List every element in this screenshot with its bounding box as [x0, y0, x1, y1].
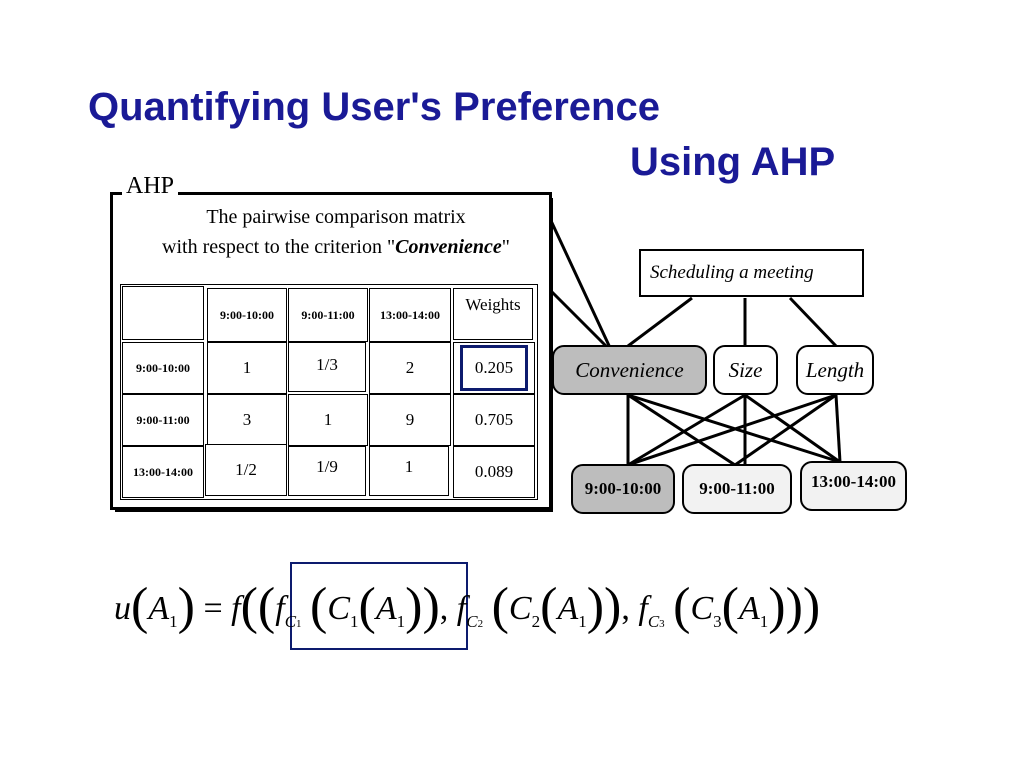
formula-highlight-box: [290, 562, 468, 650]
criterion-convenience: Convenience: [552, 345, 707, 395]
formula-equals: =: [203, 590, 223, 627]
formula-term-arg: A: [375, 590, 397, 627]
edge-goal-convenience: [627, 296, 693, 348]
caption-suffix: ": [501, 236, 510, 258]
formula-term-fn-subsub: 2: [477, 617, 484, 630]
caption-criterion: Convenience: [395, 236, 502, 258]
alternative-13-14: 13:00-14:00: [800, 461, 907, 511]
formula-lhs-fn: u: [114, 590, 131, 627]
formula-term-fn-sub: C: [466, 611, 478, 631]
formula-term-arg-sub: 1: [578, 611, 587, 631]
matrix-row-header: 13:00-14:00: [122, 446, 204, 498]
formula-term-arg-sub: 1: [396, 611, 406, 631]
hierarchy-goal: Scheduling a meeting: [639, 249, 864, 297]
callout-pointer-lower: [544, 284, 614, 354]
formula-term-fn: f: [275, 590, 285, 627]
formula-term-fn-subsub: 3: [659, 617, 665, 630]
formula-term-fn-subsub: 1: [296, 617, 302, 630]
alternative-9-10: 9:00-10:00: [571, 464, 675, 514]
matrix-row-header: 9:00-10:00: [122, 342, 204, 394]
formula-term-fn-sub: C: [647, 611, 660, 631]
ahp-panel-label: AHP: [122, 172, 179, 200]
matrix-caption-line-2: with respect to the criterion "Convenien…: [110, 236, 562, 259]
formula-term-fn: f: [456, 590, 467, 627]
matrix-weight-highlighted: 0.205: [460, 345, 528, 391]
matrix-cell: 1/9: [288, 446, 366, 496]
matrix-row-header: 9:00-11:00: [122, 394, 204, 446]
slide-title-line-1: Quantifying User's Preference: [88, 85, 660, 129]
formula-term-crit: C: [690, 590, 714, 627]
formula-term-crit: C: [327, 590, 351, 627]
formula-term-arg-sub: 1: [759, 611, 769, 631]
formula-term-crit-sub: 1: [350, 611, 359, 631]
formula-term-crit: C: [508, 590, 532, 627]
comparison-matrix: [120, 284, 538, 500]
matrix-col-header: 9:00-10:00: [207, 288, 287, 342]
matrix-cell: 9: [369, 394, 451, 446]
utility-formula: u(A1) = f((fC1 (C1(A1)), fC2 (C2(A1)), f…: [114, 578, 821, 635]
formula-term-arg: A: [739, 590, 760, 627]
alternative-9-11: 9:00-11:00: [682, 464, 792, 514]
matrix-cell: 1: [369, 446, 449, 496]
matrix-cell: 1/2: [205, 444, 287, 496]
matrix-corner-cell: [122, 286, 204, 340]
slide-title-line-2: Using AHP: [630, 140, 836, 184]
matrix-cell: 1/3: [288, 342, 366, 392]
matrix-caption-line-1: The pairwise comparison matrix: [206, 206, 466, 228]
caption-prefix: with respect to the criterion ": [162, 236, 396, 258]
formula-lhs-sub: 1: [169, 611, 178, 631]
matrix-weight-cell: 0.705: [453, 394, 535, 446]
matrix-cell: 1: [207, 342, 287, 394]
criterion-length: Length: [796, 345, 874, 395]
formula-term-fn-sub: C: [284, 611, 297, 631]
matrix-weight-cell: 0.089: [453, 446, 535, 498]
formula-term-crit-sub: 2: [531, 611, 541, 631]
formula-term-arg: A: [557, 590, 579, 627]
matrix-cell: 3: [207, 394, 287, 446]
matrix-weights-header: Weights: [453, 288, 533, 340]
formula-term-fn: f: [638, 590, 648, 627]
matrix-col-header: 9:00-11:00: [288, 288, 368, 342]
formula-outer-fn: f: [231, 590, 241, 627]
formula-lhs-arg: A: [148, 590, 170, 627]
criterion-size: Size: [713, 345, 778, 395]
edge-goal-length: [788, 296, 838, 348]
matrix-col-header: 13:00-14:00: [369, 288, 451, 342]
matrix-cell: 1: [288, 394, 368, 446]
matrix-cell: 2: [369, 342, 451, 394]
formula-term-crit-sub: 3: [713, 611, 722, 631]
